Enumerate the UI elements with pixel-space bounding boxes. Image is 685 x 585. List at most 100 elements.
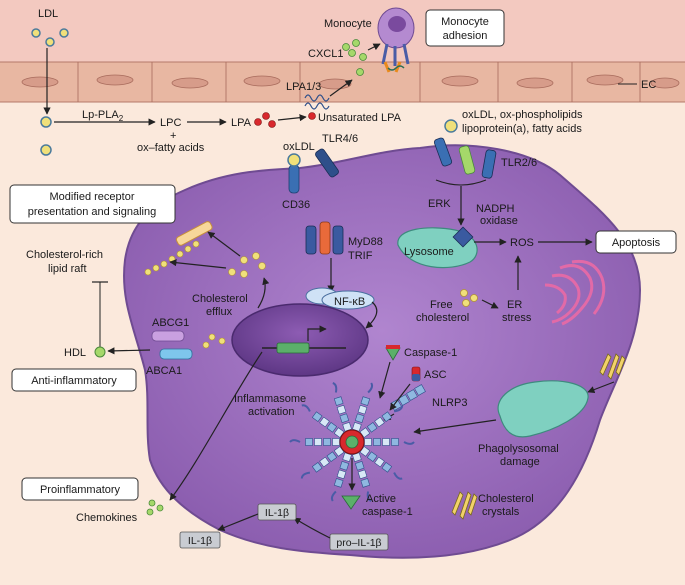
chemokine-dots — [146, 499, 164, 516]
tlr46-label: TLR4/6 — [322, 133, 358, 145]
er-label-2: stress — [502, 312, 532, 324]
active-caspase1-icon — [341, 495, 361, 510]
er-label-1: ER — [507, 299, 522, 311]
asc-label: ASC — [424, 369, 447, 381]
hdl-particle — [94, 346, 106, 358]
oxldl-label: oxLDL — [283, 141, 315, 153]
nfkb-label: NF-κB — [334, 296, 365, 308]
ox-fatty-acids-label: ox–fatty acids — [137, 142, 205, 154]
unsaturated-lpa-dot — [308, 112, 316, 120]
erk-label: ERK — [428, 198, 451, 210]
lumen-area — [0, 0, 685, 62]
lpa13-receptor — [304, 94, 330, 110]
tlr26-receptors — [433, 137, 497, 179]
il1b-outer-box: IL-1β — [179, 531, 221, 549]
modified-receptor-box: Modified receptor presentation and signa… — [9, 184, 176, 224]
cholesterol-efflux-label-2: efflux — [206, 306, 233, 318]
lipid-raft — [144, 221, 213, 276]
abcg1-transporter — [151, 330, 185, 342]
chemokines-label: Chemokines — [76, 512, 138, 524]
asc-icon — [411, 366, 421, 382]
free-cholesterol-dots — [460, 289, 478, 307]
macrophage-cell — [123, 144, 642, 559]
nadph-label-1: NADPH — [476, 203, 515, 215]
caspase1-icon — [385, 345, 401, 361]
svg-text:Monocyte: Monocyte — [441, 16, 489, 28]
phago-label-1: Phagolysosomal — [478, 443, 559, 455]
inflammasome-arm — [364, 438, 415, 446]
endothelium — [0, 61, 685, 103]
lpa-label: LPA — [231, 117, 252, 129]
myd88-label: MyD88 — [348, 236, 383, 248]
active-caspase-label-2: caspase-1 — [362, 506, 413, 518]
svg-text:Apoptosis: Apoptosis — [612, 237, 661, 249]
pro-il1b-box: pro–IL-1β — [329, 533, 389, 551]
ldl-label: LDL — [38, 8, 58, 20]
active-caspase-label-1: Active — [366, 493, 396, 505]
svg-text:IL-1β: IL-1β — [188, 535, 212, 547]
inflammasome-arm — [332, 382, 352, 432]
hdl-label: HDL — [64, 347, 86, 359]
lp-pla2-label: Lp-PLA2 — [82, 109, 124, 123]
cholesterol-rich-label-1: Cholesterol-rich — [26, 249, 103, 261]
phagolysosome — [497, 380, 589, 438]
nfkb-complex — [305, 287, 375, 310]
lpa-molecules — [254, 112, 276, 128]
inflammasome-label-2: activation — [248, 406, 294, 418]
efflux-dots-lower — [202, 333, 226, 349]
svg-text:pro–IL-1β: pro–IL-1β — [336, 537, 381, 549]
free-chol-label-1: Free — [430, 299, 453, 311]
proinflammatory-box: Proinflammatory — [21, 477, 139, 501]
cd36-receptor — [287, 153, 301, 194]
oxldl-list-line1: oxLDL, ox-phospholipids — [462, 109, 583, 121]
ros-label: ROS — [510, 237, 534, 249]
svg-text:Modified receptor: Modified receptor — [50, 191, 135, 203]
lpa13-label: LPA1/3 — [286, 81, 321, 93]
nucleus — [231, 303, 369, 377]
nadph-oxidase-icon — [452, 226, 474, 248]
abca1-label: ABCA1 — [146, 365, 182, 377]
monocyte-cell — [377, 7, 415, 73]
cxcl1-label: CXCL1 — [308, 48, 343, 60]
inflammasome-arm — [352, 382, 374, 432]
abcg1-label: ABCG1 — [152, 317, 189, 329]
svg-text:Anti-inflammatory: Anti-inflammatory — [31, 375, 117, 387]
inflammasome-label-1: Inflammasome — [234, 393, 306, 405]
inflammasome-arm — [330, 452, 352, 502]
myd88-trif-adapters — [305, 221, 344, 255]
cholesterol-crystals-top — [599, 353, 626, 380]
cd36-label: CD36 — [282, 199, 310, 211]
tlr46-receptor — [315, 148, 339, 178]
lpc-label: LPC — [160, 117, 181, 129]
apoptosis-box: Apoptosis — [595, 230, 677, 254]
svg-text:presentation and signaling: presentation and signaling — [28, 206, 156, 218]
unsaturated-lpa-label: Unsaturated LPA — [318, 112, 402, 124]
svg-text:adhesion: adhesion — [443, 30, 488, 42]
svg-text:IL-1β: IL-1β — [265, 507, 289, 519]
cxcl1-molecules — [342, 39, 367, 76]
trif-label: TRIF — [348, 250, 373, 262]
cholesterol-efflux-dots — [228, 252, 266, 278]
oxldl-list-line2: lipoprotein(a), fatty acids — [462, 123, 582, 135]
abca1-transporter — [159, 348, 193, 360]
svg-text:Proinflammatory: Proinflammatory — [40, 484, 121, 496]
cholesterol-rich-label-2: lipid raft — [48, 263, 87, 275]
lysosome-label: Lysosome — [404, 246, 454, 258]
phago-label-2: damage — [500, 456, 540, 468]
ec-label: EC — [641, 79, 656, 91]
monocyte-label: Monocyte — [324, 18, 372, 30]
monocyte-adhesion-box: Monocyte adhesion — [425, 9, 505, 47]
endoplasmic-reticulum — [544, 259, 606, 326]
chol-crystals-label-1: Cholesterol — [478, 493, 534, 505]
nadph-label-2: oxidase — [480, 215, 518, 227]
cholesterol-efflux-label-1: Cholesterol — [192, 293, 248, 305]
cholesterol-crystals-bottom — [451, 491, 478, 520]
caspase1-label: Caspase-1 — [404, 347, 457, 359]
inflammasome-arm — [301, 404, 345, 438]
anti-inflammatory-box: Anti-inflammatory — [11, 368, 137, 392]
inflammasome-center — [345, 435, 359, 449]
nlrp3-label: NLRP3 — [432, 397, 467, 409]
gene-dna — [262, 325, 346, 354]
